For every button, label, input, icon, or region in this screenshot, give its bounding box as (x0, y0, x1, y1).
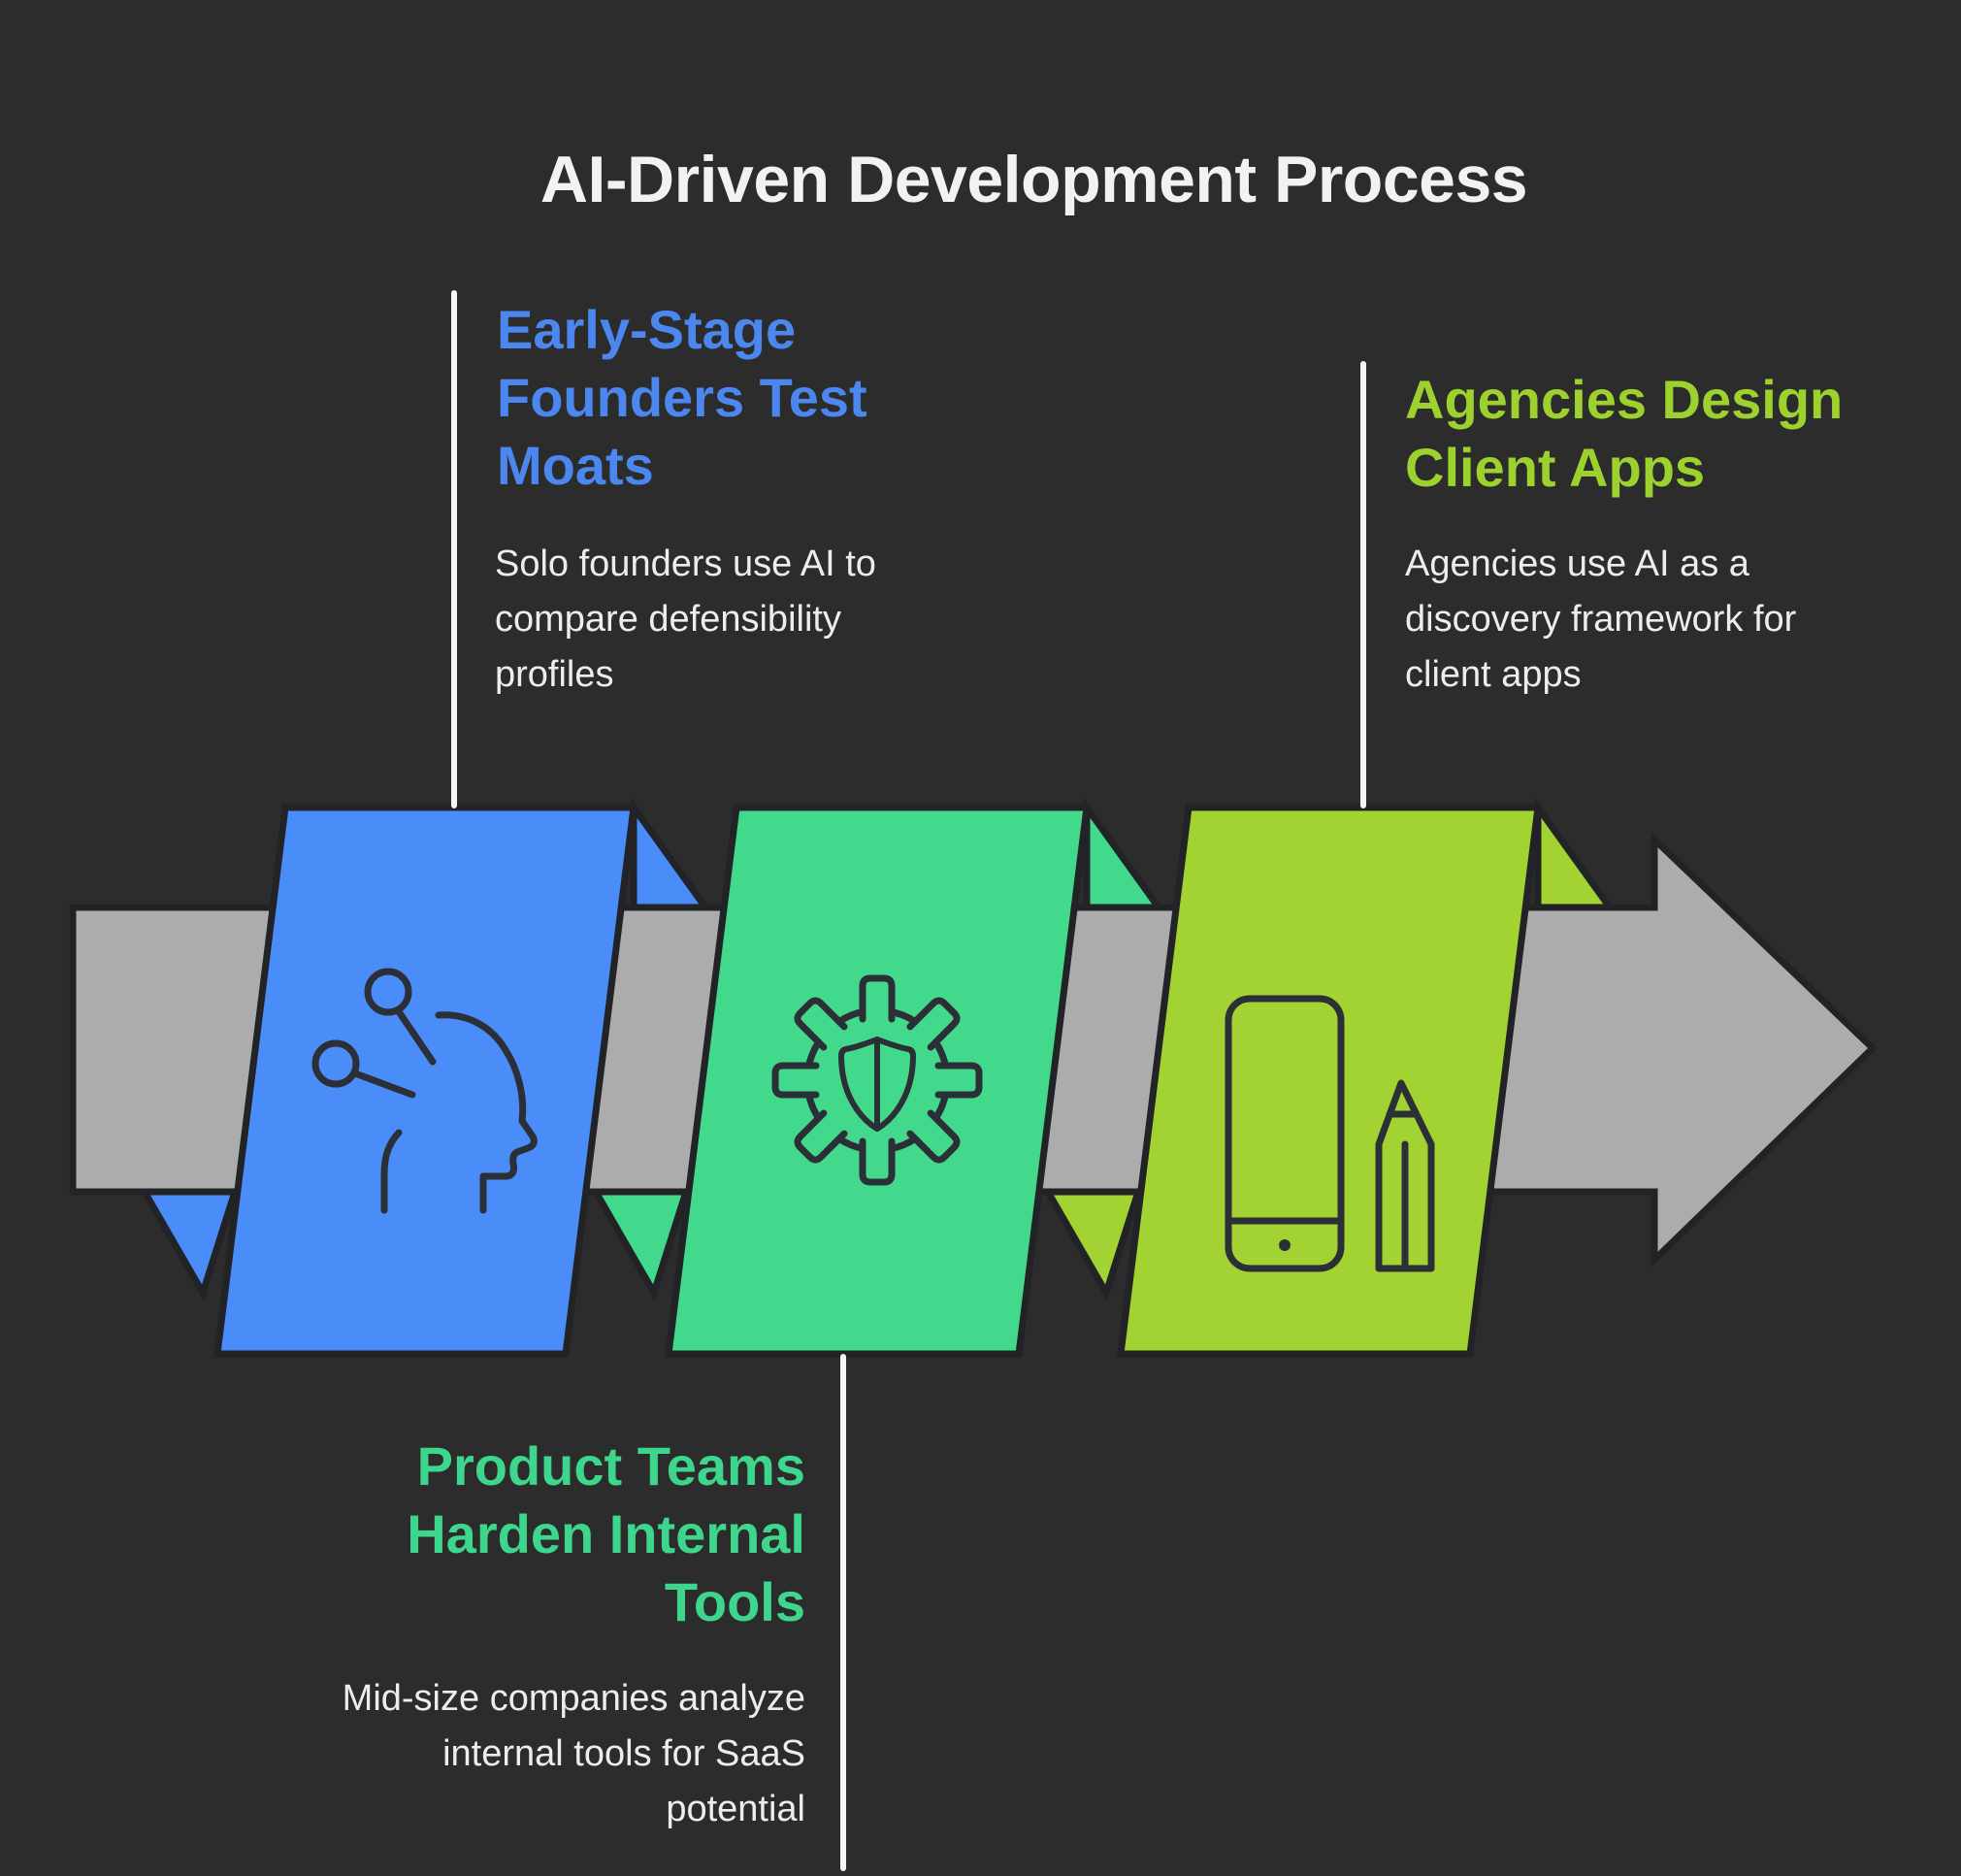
step-1-description: Solo founders use AI to compare defensib… (495, 543, 876, 695)
head-with-nodes-icon (311, 968, 538, 1214)
ribbon-green-fold-top (1083, 797, 1165, 911)
ribbon-blue (213, 804, 637, 1358)
step-1-heading: Early-Stage Founders Test Moats (497, 299, 867, 496)
step-3-description: Agencies use AI as a discovery framework… (1405, 543, 1797, 695)
ribbon-blue-fold-top (630, 797, 712, 911)
step-2-heading: Product Teams Harden Internal Tools (407, 1435, 805, 1632)
step-3-heading: Agencies Design Client Apps (1405, 369, 1844, 498)
ribbon-green-fold-bottom (589, 1188, 691, 1301)
ribbon-lime (1117, 804, 1542, 1358)
ribbon-blue-fold-bottom (138, 1188, 240, 1301)
phone-with-pencil-icon (1225, 995, 1435, 1272)
page-title: AI-Driven Development Process (539, 143, 1528, 216)
gear-with-shield-icon (771, 974, 983, 1186)
step-2-description: Mid-size companies analyze internal tool… (342, 1678, 805, 1829)
ribbon-lime-fold-top (1534, 797, 1617, 911)
ribbon-lime-fold-bottom (1041, 1188, 1143, 1301)
